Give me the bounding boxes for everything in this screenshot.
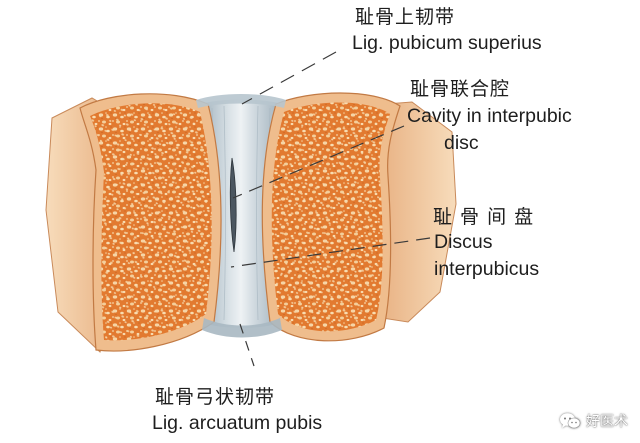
cavity-label-en-line1: Cavity in interpubic: [407, 105, 572, 127]
leader-lines: [230, 51, 431, 367]
disc-label-en-line2: interpubicus: [434, 258, 540, 280]
cavity-label-en-line2: disc: [444, 132, 479, 154]
watermark-text: 好医术: [586, 414, 628, 430]
superior-ligament-label-zh: 耻骨上韧带: [355, 6, 456, 28]
interpubic-disc: [200, 99, 282, 328]
arcuate-ligament-label-zh: 耻骨弓状韧带: [155, 386, 276, 408]
disc-label-en-line1: Discus: [434, 231, 493, 253]
interpubic-cavity: [229, 157, 237, 253]
cavity-label-zh: 耻骨联合腔: [410, 78, 511, 100]
arcuate-ligament-label-en: Lig. arcuatum pubis: [152, 412, 323, 434]
arcuate-pubic-ligament: [202, 318, 282, 338]
superior-pubic-ligament: [196, 94, 286, 108]
superior-ligament-label-en: Lig. pubicum superius: [352, 32, 542, 54]
disc-label-zh: 耻 骨 间 盘: [433, 206, 535, 228]
wechat-icon: [560, 413, 581, 429]
watermark: 好医术: [559, 411, 628, 431]
